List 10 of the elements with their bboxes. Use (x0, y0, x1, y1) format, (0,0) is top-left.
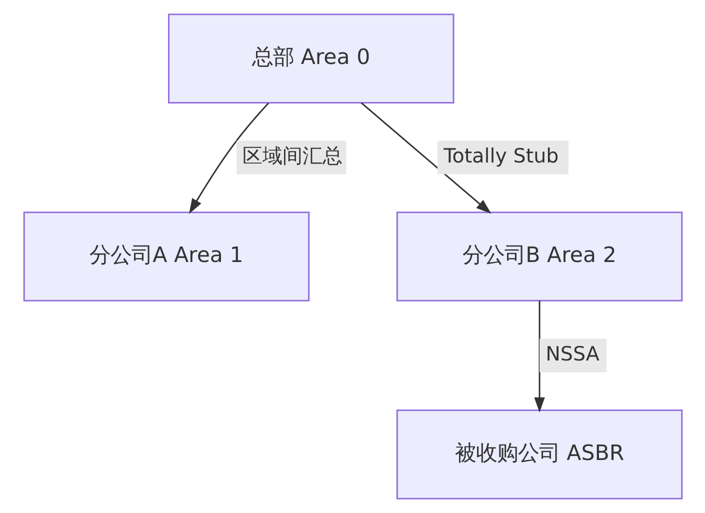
node-box: 分公司A Area 1 (22, 212, 310, 302)
edge-label: 区域间汇总 (242, 144, 342, 168)
node-box: 总部 Area 0 (167, 14, 454, 104)
node-box: 被收购公司 ASBR (396, 410, 682, 500)
arrow (360, 102, 491, 214)
edge-label: NSSA (545, 342, 599, 366)
arrow (188, 102, 268, 214)
edge-label: Totally Stub (443, 144, 558, 168)
arrow (534, 300, 544, 413)
node-box: 分公司B Area 2 (396, 212, 682, 302)
